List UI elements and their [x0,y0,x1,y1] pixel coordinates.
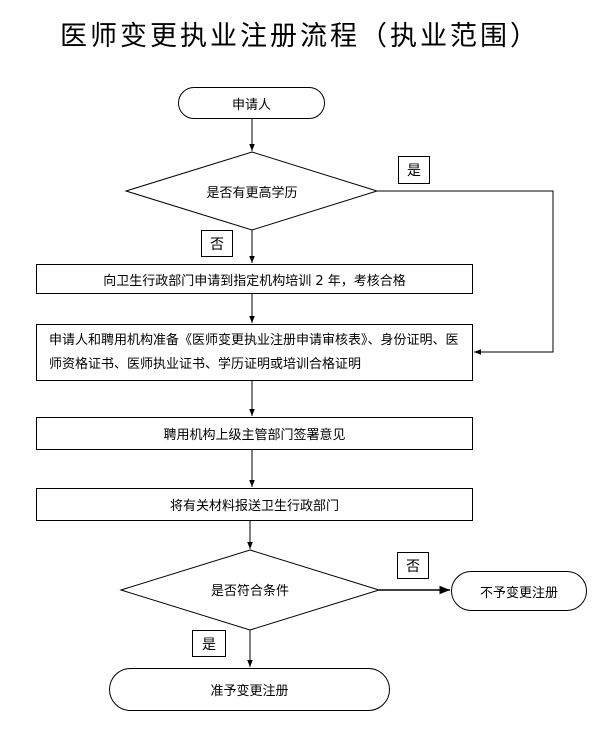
page-title: 医师变更执业注册流程（执业范围） [60,21,540,52]
decision-degree-text: 是否有更高学历 [206,186,298,201]
arrow-yes-to-prepare [377,190,554,355]
submit-step: 将有关材料报送卫生行政部门 [36,488,473,521]
label-no-ok: 否 [397,552,429,579]
start-terminal: 申请人 [178,87,325,119]
reject-terminal: 不予变更注册 [451,571,587,611]
label-yes-ok: 是 [192,630,226,657]
label-no-degree: 否 [201,230,233,257]
approve-terminal: 准予变更注册 [109,668,390,711]
prepare-step: 申请人和聘用机构准备《医师变更执业注册申请审核表》、身份证明、医师资格证书、医师… [36,324,473,381]
decision-ok-text: 是否符合条件 [210,584,289,599]
opinion-step: 聘用机构上级主管部门签署意见 [36,417,473,450]
label-yes-degree: 是 [398,156,430,184]
train-step: 向卫生行政部门申请到指定机构培训 2 年，考核合格 [36,264,473,294]
